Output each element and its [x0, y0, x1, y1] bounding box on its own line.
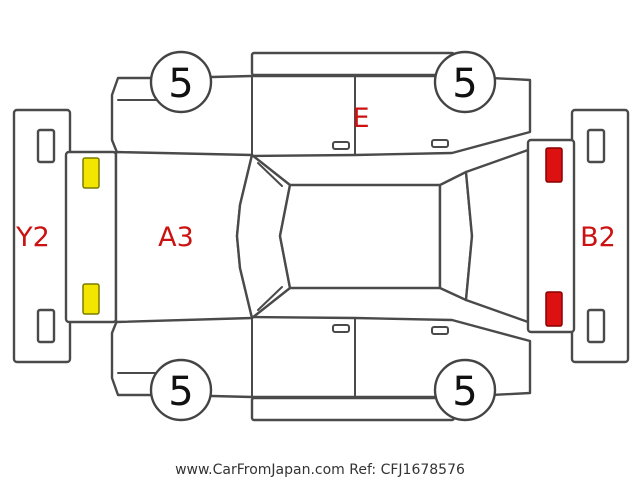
wheel-rear-left: 5 — [149, 358, 213, 422]
red-marker-rear-top — [545, 147, 563, 183]
wheel-rear-right: 5 — [433, 358, 497, 422]
top-side-rail — [250, 51, 456, 77]
bottom-side-rail — [250, 396, 456, 422]
yellow-marker-front-top — [82, 157, 100, 189]
wheel-front-right: 5 — [433, 50, 497, 114]
front-bumper-grade: Y2 — [15, 222, 50, 253]
footer-watermark: www.CarFromJapan.com Ref: CFJ1678576 — [175, 462, 465, 478]
rear-bumper-grade: B2 — [580, 222, 616, 253]
yellow-marker-front-bottom — [82, 283, 100, 315]
wheel-rear-top-grade: 5 — [452, 61, 477, 107]
wheel-front-left: 5 — [149, 50, 213, 114]
wheel-rear-bottom-grade: 5 — [452, 369, 477, 415]
roof-grade: E — [352, 103, 369, 134]
wheel-front-left-grade: 5 — [168, 61, 193, 107]
rear-bumper — [570, 108, 630, 364]
trunk-lid — [464, 148, 530, 324]
rear-fascia — [526, 138, 576, 334]
roof-panel — [278, 183, 442, 290]
wheel-front-bottom-grade: 5 — [168, 369, 193, 415]
red-marker-rear-bottom — [545, 291, 563, 327]
hood-grade: A3 — [158, 222, 194, 253]
top-view-body — [64, 138, 576, 334]
